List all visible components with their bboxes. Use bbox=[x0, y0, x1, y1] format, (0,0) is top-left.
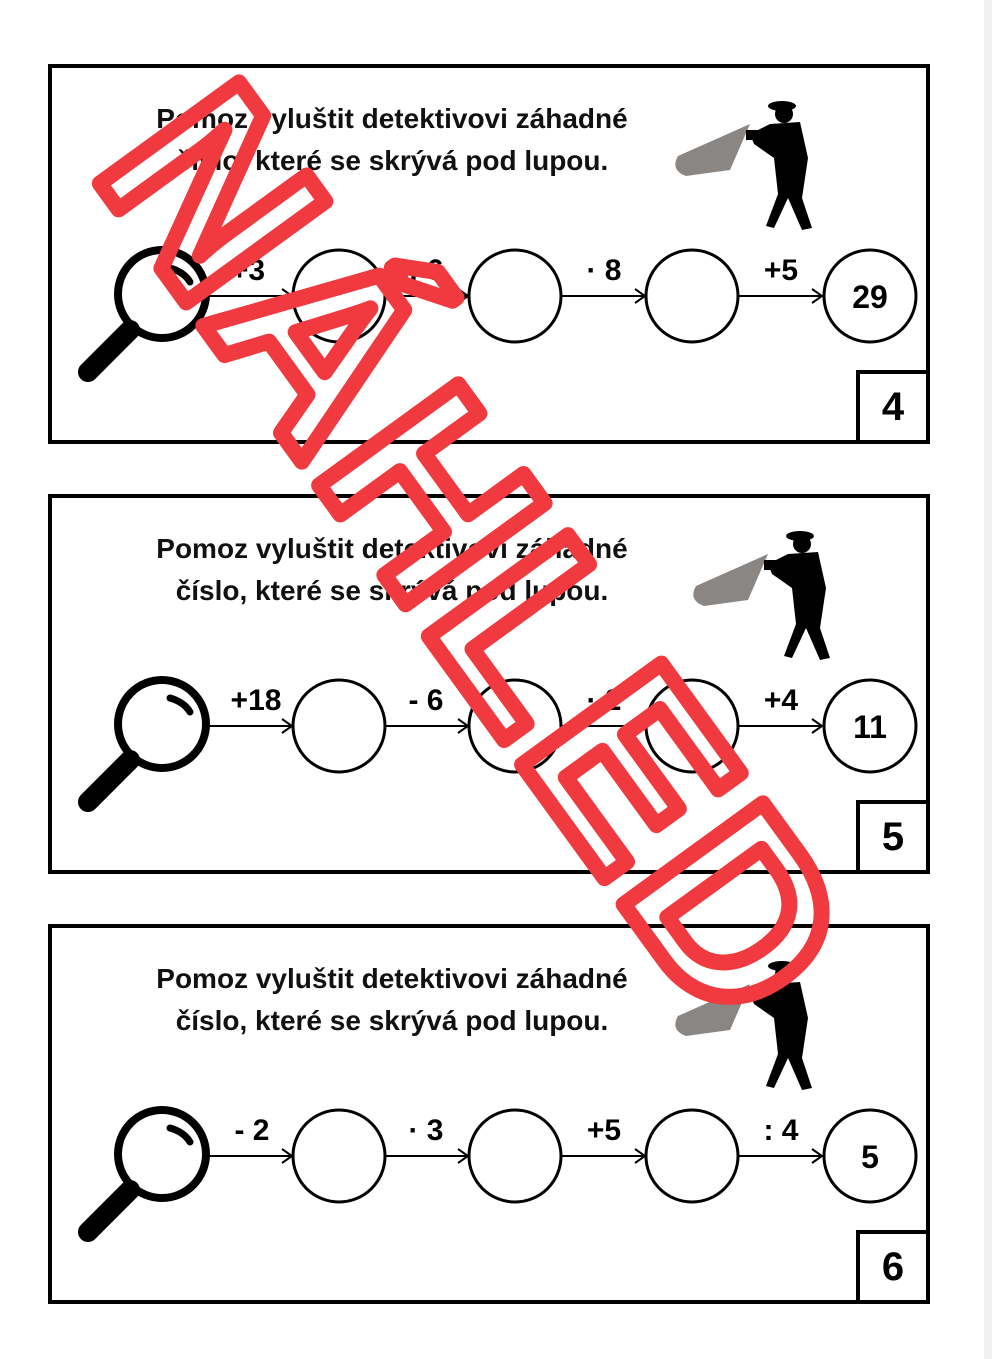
blank-circle[interactable] bbox=[291, 678, 387, 774]
operation-label: +5 bbox=[587, 1114, 621, 1147]
operation-label: +18 bbox=[231, 684, 282, 717]
operation-label: · 8 bbox=[586, 254, 621, 287]
instruction-line-1: Pomoz vyluštit detektivovi záhadné bbox=[156, 533, 628, 564]
instruction-line-2: číslo, které se skrývá pod lupou. bbox=[175, 575, 609, 606]
operation-label: : 4 bbox=[763, 1114, 798, 1147]
result-circle bbox=[822, 248, 918, 344]
puzzle-chain: - 2 · 3 +5 : 4 5 bbox=[78, 961, 918, 1242]
puzzle-card-5: Pomoz vyluštit detektivovi záhadné číslo… bbox=[48, 494, 930, 874]
result-circle bbox=[822, 678, 918, 774]
blank-circle[interactable] bbox=[644, 678, 740, 774]
operation-label: - 6 bbox=[408, 684, 443, 717]
blank-circle[interactable] bbox=[291, 248, 387, 344]
scrollbar[interactable] bbox=[984, 0, 992, 1359]
card-instruction: Pomoz vyluštit detektivovi záhadné číslo… bbox=[112, 958, 672, 1042]
card-number: 5 bbox=[856, 800, 930, 874]
operation-label: · 3 bbox=[408, 1114, 443, 1147]
result-value: 11 bbox=[853, 709, 887, 745]
operation-label: +4 bbox=[764, 684, 799, 717]
operation-label: · 2 bbox=[586, 684, 621, 717]
result-circle bbox=[822, 1108, 918, 1204]
card-instruction: Pomoz vyluštit detektivovi záhadné číslo… bbox=[112, 98, 672, 182]
card-number: 6 bbox=[856, 1230, 930, 1304]
magnifier-icon bbox=[78, 246, 210, 382]
card-number: 4 bbox=[856, 370, 930, 444]
puzzle-chain: +18 - 6 · 2 +4 11 bbox=[78, 531, 918, 812]
blank-circle[interactable] bbox=[467, 1108, 563, 1204]
magnifier-icon bbox=[78, 676, 210, 812]
magnifier-icon bbox=[78, 1106, 210, 1242]
operation-label: +5 bbox=[764, 254, 798, 287]
detective-icon bbox=[693, 531, 830, 660]
result-value: 29 bbox=[852, 279, 888, 315]
instruction-line-1: Pomoz vyluštit detektivovi záhadné bbox=[156, 103, 628, 134]
operation-label: - 2 bbox=[234, 1114, 269, 1147]
puzzle-card-4: Pomoz vyluštit detektivovi záhadné číslo… bbox=[48, 64, 930, 444]
detective-icon bbox=[675, 961, 812, 1090]
blank-circle[interactable] bbox=[291, 1108, 387, 1204]
blank-circle[interactable] bbox=[644, 248, 740, 344]
operation-label: : 6 bbox=[408, 254, 443, 287]
blank-circle[interactable] bbox=[644, 1108, 740, 1204]
instruction-line-1: Pomoz vyluštit detektivovi záhadné bbox=[156, 963, 628, 994]
result-value: 5 bbox=[861, 1139, 879, 1175]
detective-icon bbox=[675, 101, 812, 230]
instruction-line-2: číslo, které se skrývá pod lupou. bbox=[175, 145, 609, 176]
instruction-line-2: číslo, které se skrývá pod lupou. bbox=[175, 1005, 609, 1036]
puzzle-card-6: Pomoz vyluštit detektivovi záhadné číslo… bbox=[48, 924, 930, 1304]
blank-circle[interactable] bbox=[467, 678, 563, 774]
operation-label: +3 bbox=[231, 254, 265, 287]
puzzle-chain: +3 : 6 · 8 +5 29 bbox=[78, 101, 918, 382]
blank-circle[interactable] bbox=[467, 248, 563, 344]
card-instruction: Pomoz vyluštit detektivovi záhadné číslo… bbox=[112, 528, 672, 612]
